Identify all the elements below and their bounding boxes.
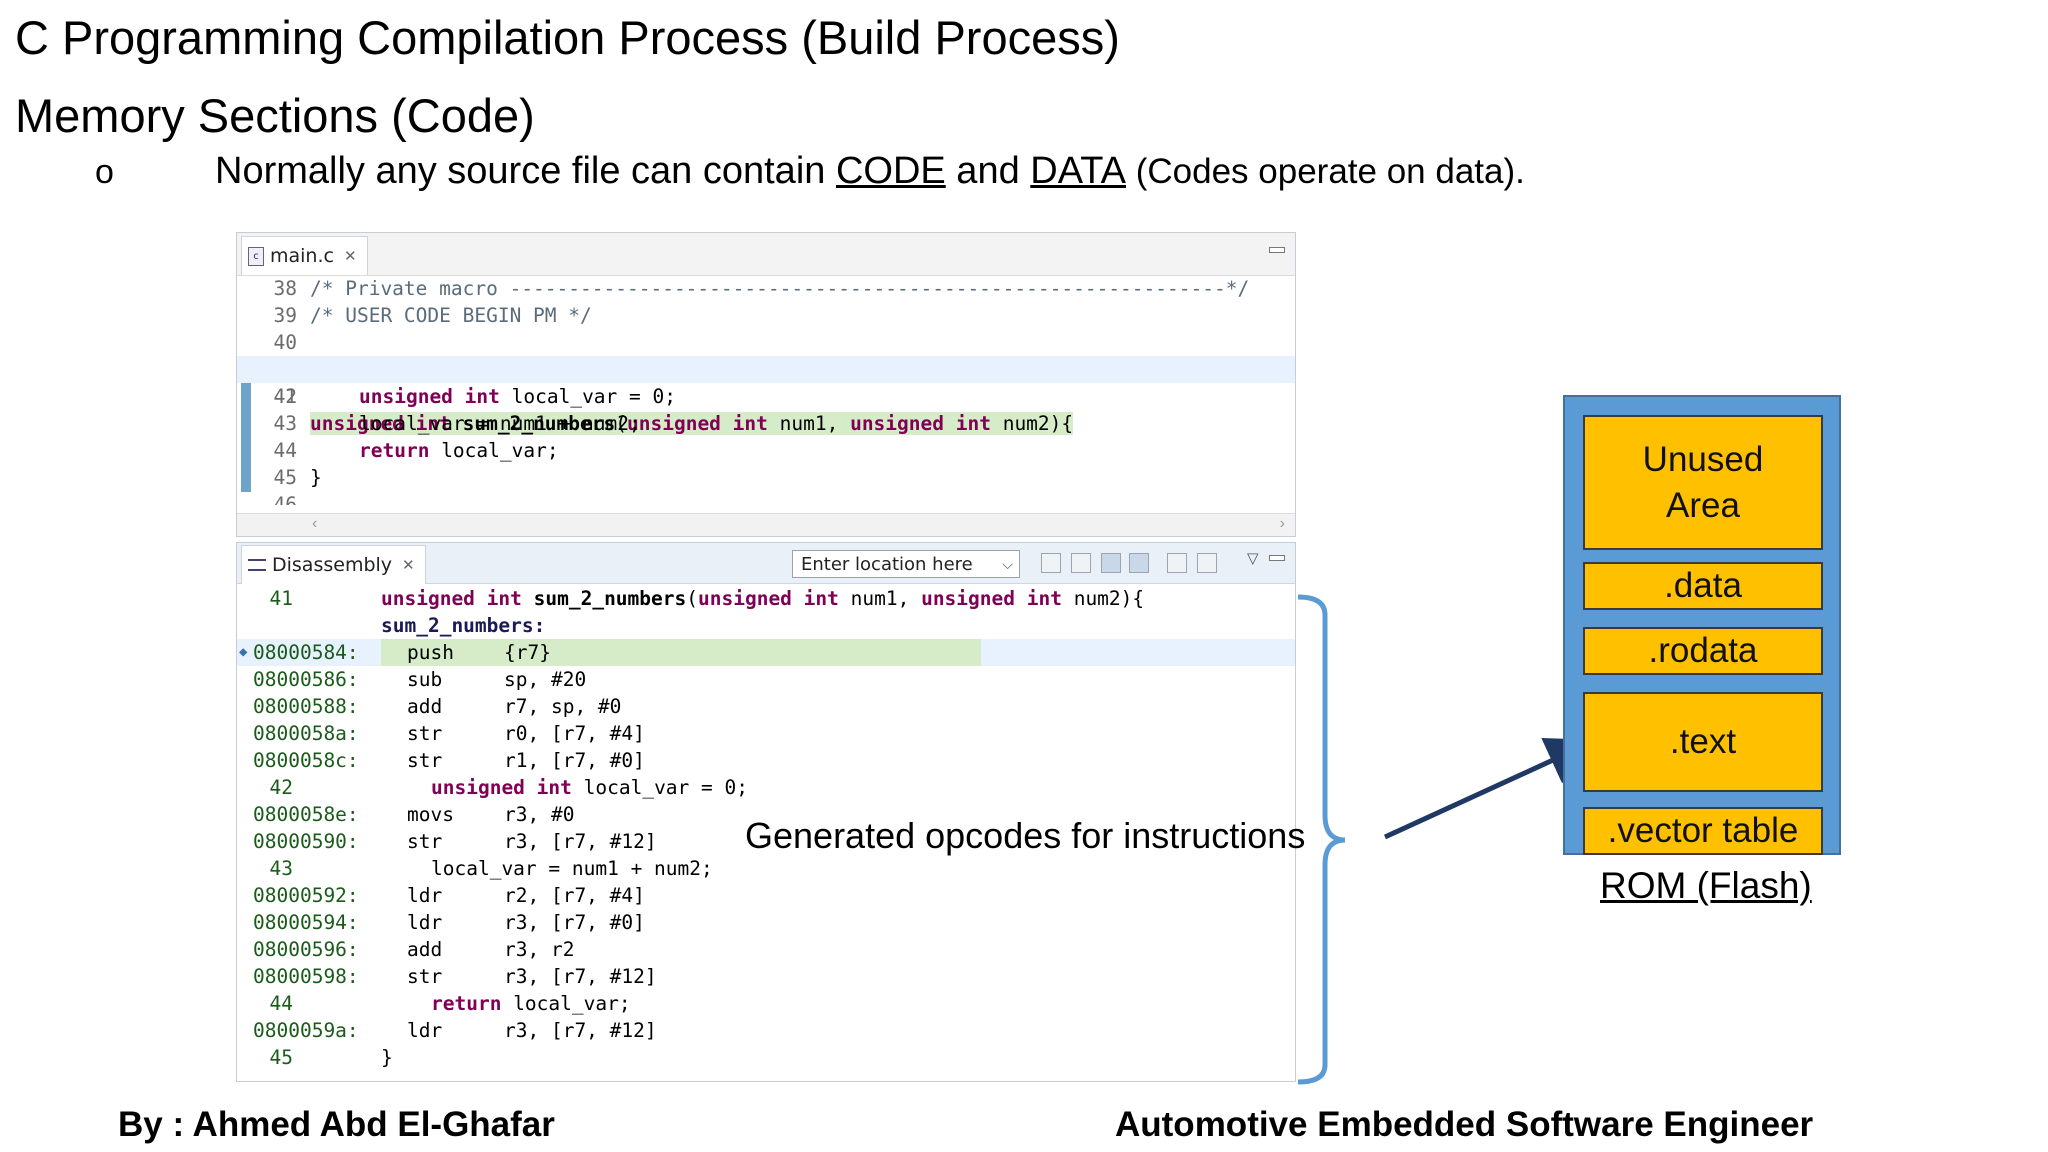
code-line-current: 41 unsigned int sum_2_numbers(unsigned i…: [237, 356, 1295, 435]
tab-main-c[interactable]: c main.c ✕: [241, 236, 368, 275]
editor-code-area[interactable]: 38/* Private macro ---------------------…: [237, 275, 1295, 515]
sync-icon[interactable]: [1129, 553, 1149, 573]
horizontal-scrollbar[interactable]: ‹ ›: [237, 513, 1295, 536]
scroll-left-icon[interactable]: ‹: [312, 515, 318, 532]
bullet-text-after: (Codes operate on data).: [1126, 152, 1525, 191]
tab-main-c-label: main.c: [270, 245, 334, 267]
close-icon[interactable]: ✕: [402, 556, 415, 574]
editor-change-bar: [241, 357, 251, 492]
location-input[interactable]: Enter location here⌵: [792, 550, 1020, 578]
rom-flash-label: ROM (Flash): [1600, 865, 1812, 906]
close-icon[interactable]: ✕: [343, 247, 357, 265]
code-line: 38/* Private macro ---------------------…: [273, 277, 1250, 300]
instruction-pointer-icon: ◆: [239, 644, 248, 660]
view-menu-icon[interactable]: ▽: [1247, 550, 1259, 567]
minimize-icon[interactable]: [1269, 247, 1285, 253]
home-icon[interactable]: [1071, 553, 1091, 573]
slide-subtitle: Memory Sections (Code): [15, 89, 535, 142]
section-rodata: .rodata: [1583, 627, 1823, 675]
c-file-icon: c: [248, 246, 264, 266]
footer-role: Automotive Embedded Software Engineer: [1115, 1105, 1814, 1144]
tab-disassembly[interactable]: Disassembly ✕: [241, 545, 426, 584]
bullet-code-word: CODE: [835, 150, 946, 192]
link-icon[interactable]: [1101, 553, 1121, 573]
section-vector-table: .vector table: [1583, 807, 1823, 855]
section-data: .data: [1583, 562, 1823, 610]
bullet-data-word: DATA: [1030, 150, 1126, 192]
chevron-down-icon[interactable]: ⌵: [1002, 557, 1013, 573]
export-icon[interactable]: [1197, 553, 1217, 573]
disassembly-icon: [248, 559, 266, 571]
code-line: 39/* USER CODE BEGIN PM */: [273, 304, 592, 327]
minimize-icon[interactable]: [1269, 555, 1285, 561]
bullet-marker: o: [95, 153, 114, 191]
code-line: 45}: [273, 466, 322, 489]
bullet-point: o Normally any source file can contain CO…: [95, 150, 1525, 193]
bullet-text-before: Normally any source file can contain: [215, 150, 836, 192]
tab-disassembly-label: Disassembly: [272, 554, 393, 576]
disasm-label: sum_2_numbers:: [381, 614, 546, 637]
code-line: 46: [273, 493, 297, 505]
refresh-icon[interactable]: [1041, 553, 1061, 573]
disasm-source-line: 45}: [269, 1046, 393, 1069]
editor-window: c main.c ✕ 38/* Private macro ----------…: [236, 232, 1296, 537]
editor-tabbar: c main.c ✕: [237, 233, 1295, 276]
code-line: 40: [273, 331, 297, 354]
bullet-and-word: and: [945, 150, 1031, 192]
arrow-to-text: [1383, 737, 1598, 840]
disassembly-tabbar: Disassembly ✕ Enter location here⌵ ▽: [237, 543, 1295, 584]
opcodes-annotation: Generated opcodes for instructions: [745, 815, 1306, 856]
section-text: .text: [1583, 692, 1823, 792]
new-view-icon[interactable]: [1167, 553, 1187, 573]
slide-title: C Programming Compilation Process (Build…: [15, 11, 1120, 64]
footer-author: By : Ahmed Abd El-Ghafar: [118, 1105, 555, 1144]
disasm-row-current[interactable]: ◆08000584:push{r7}: [237, 639, 1295, 666]
scroll-right-icon[interactable]: ›: [1279, 515, 1285, 532]
